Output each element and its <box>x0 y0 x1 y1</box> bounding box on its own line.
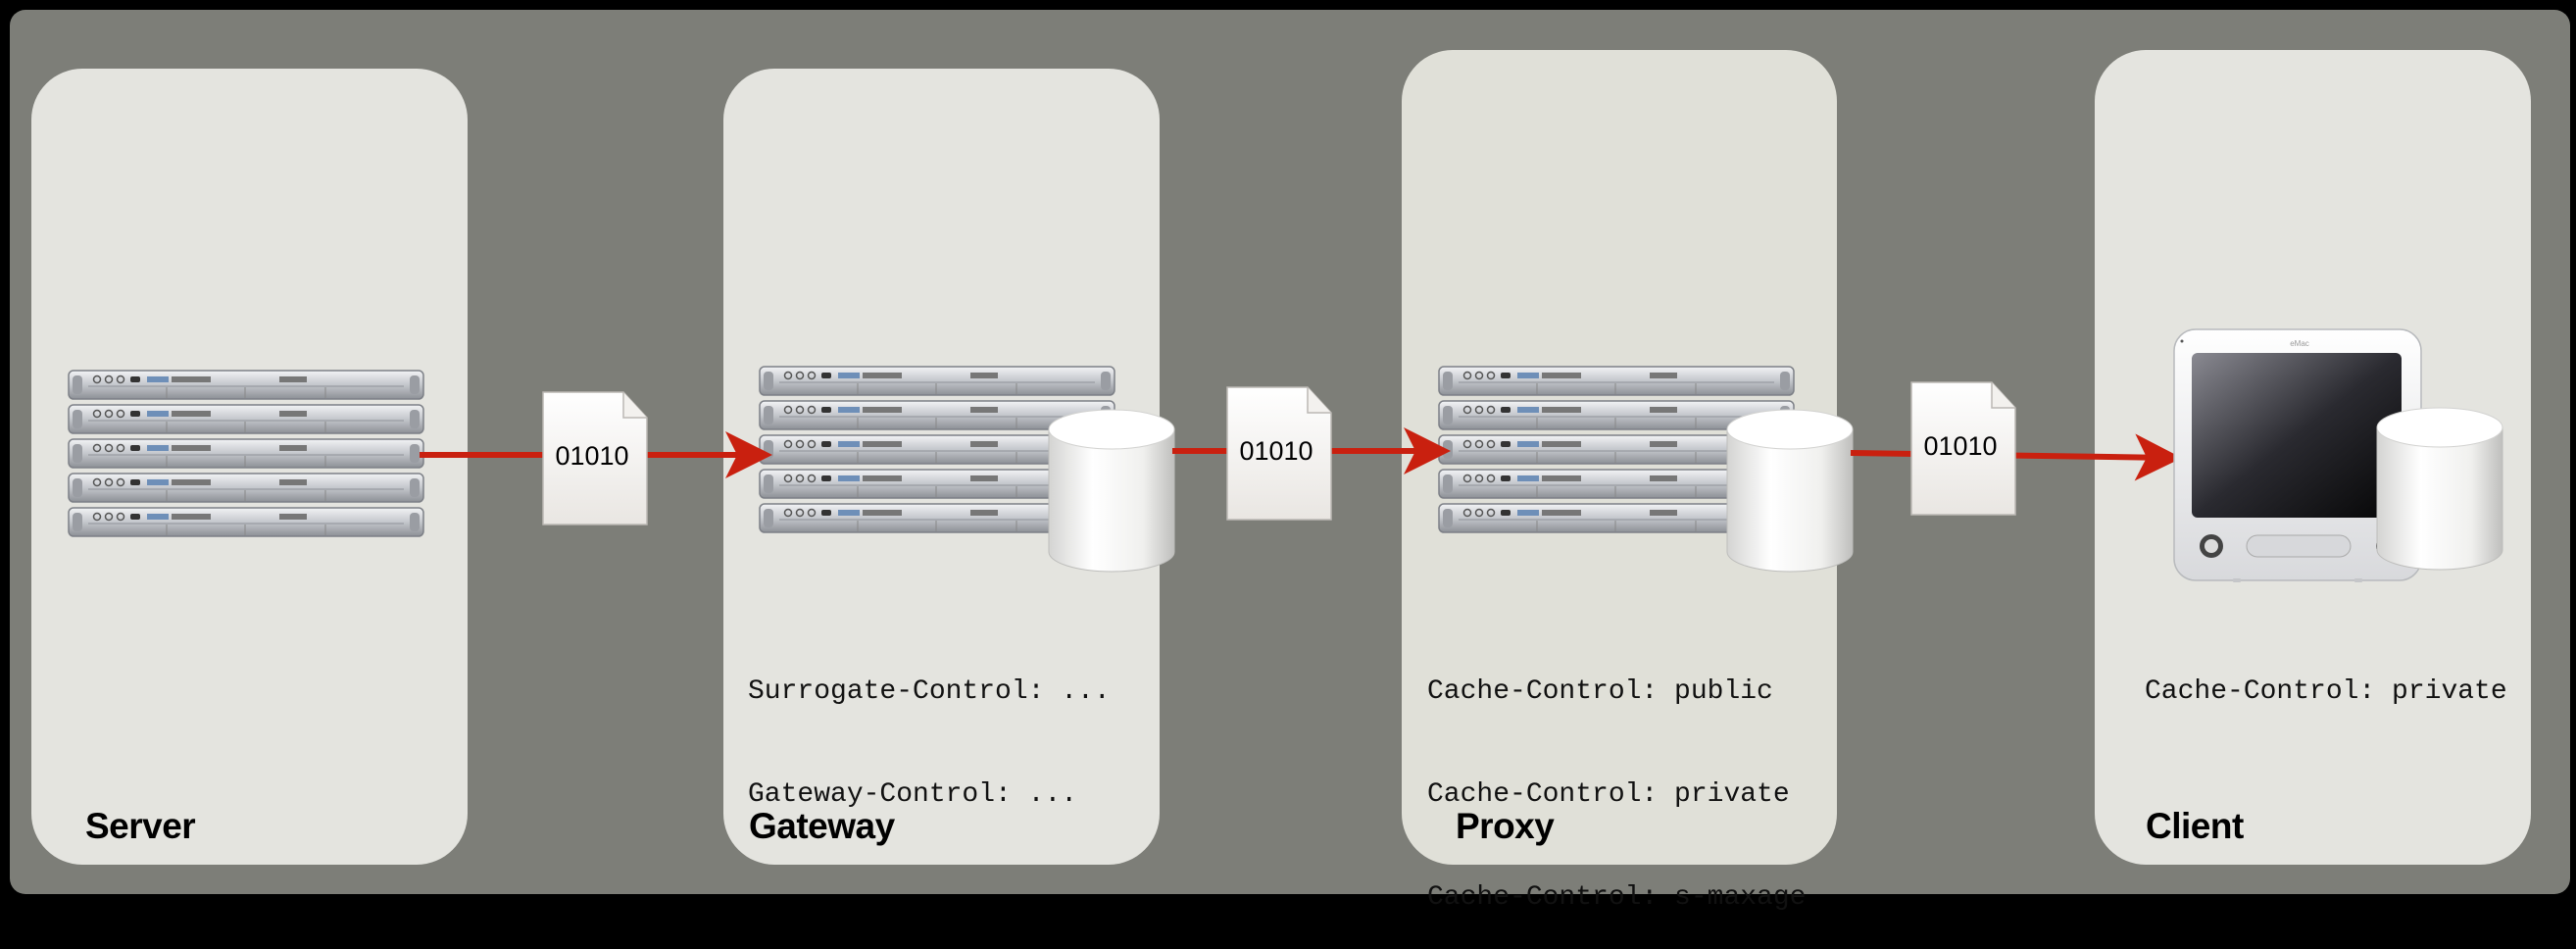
document-icon: 01010 <box>1910 381 2016 516</box>
server-title: Server <box>85 806 196 846</box>
header-line: Cache-Control: private <box>2145 676 2507 707</box>
client-cache-icon <box>2376 407 2503 571</box>
document-label: 01010 <box>555 441 628 471</box>
document-icon: 01010 <box>1226 386 1332 521</box>
proxy-title: Proxy <box>1456 806 1555 846</box>
gateway-cache-icon <box>1048 409 1175 573</box>
diagram-graphics: 01010 01010 01010 eMac <box>0 328 2503 582</box>
header-line: Cache-Control: private <box>1427 779 1790 810</box>
client-title: Client <box>2146 806 2244 846</box>
header-line: Cache-Control: s-maxage <box>1427 882 1807 913</box>
proxy-cache-icon <box>1726 409 1854 573</box>
client-computer-icon: eMac <box>2173 328 2422 582</box>
proxy-headers: Cache-Control: public Cache-Control: pri… <box>1427 606 1806 949</box>
monitor-brand-label: eMac <box>2290 339 2309 348</box>
client-headers: Cache-Control: private <box>2145 606 2507 743</box>
gateway-title: Gateway <box>749 806 895 846</box>
gateway-headers: Surrogate-Control: ... Gateway-Control: … <box>748 606 1111 846</box>
header-line: Cache-Control: public <box>1427 676 1773 707</box>
document-label: 01010 <box>1923 431 1997 461</box>
header-line: Gateway-Control: ... <box>748 779 1078 810</box>
document-icon: 01010 <box>542 391 648 525</box>
document-label: 01010 <box>1239 436 1313 466</box>
header-line: Surrogate-Control: ... <box>748 676 1111 707</box>
server-rack-icon <box>69 371 423 536</box>
